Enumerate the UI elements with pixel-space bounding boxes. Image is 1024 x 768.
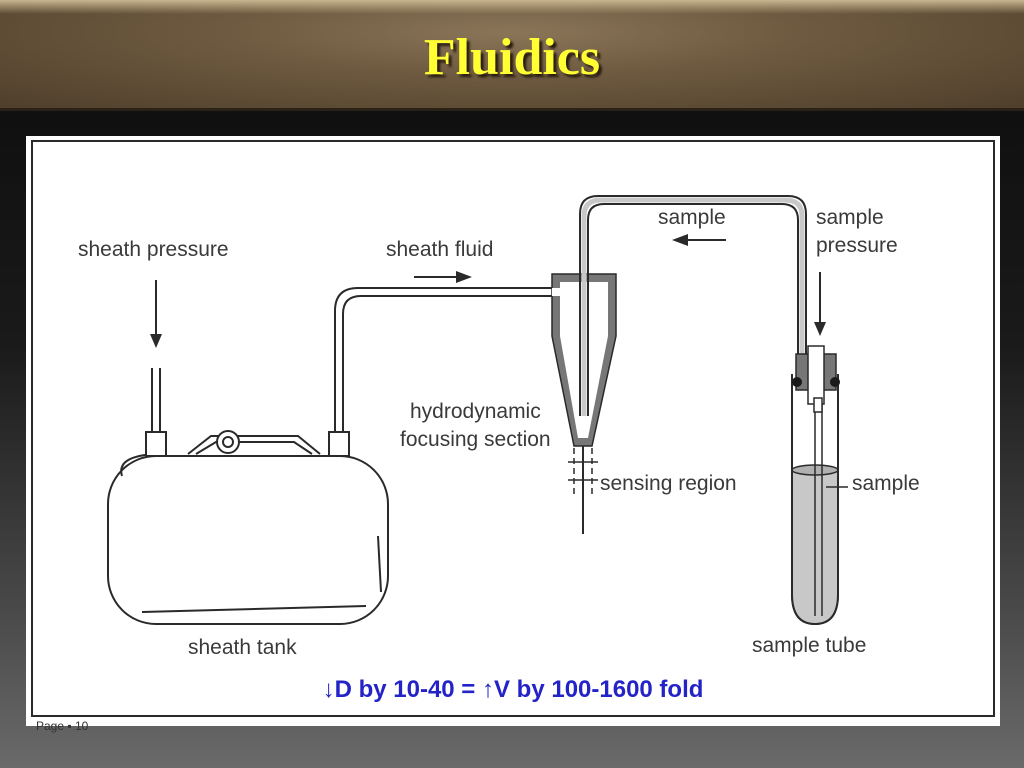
sample-line-fill (581, 197, 805, 416)
sample-pressure-arrow (814, 272, 826, 336)
sample-tube (791, 345, 840, 626)
fluidics-diagram: sheath pressure sheath fluid sample samp… (31, 140, 995, 717)
velocity-formula: ↓D by 10-40 = ↑V by 100-1600 fold (322, 676, 704, 703)
sheath-tank (107, 368, 389, 625)
label-sheath-fluid: sheath fluid (386, 238, 493, 261)
label-sheath-tank: sheath tank (188, 636, 297, 659)
diagram-panel: sheath pressure sheath fluid sample samp… (26, 136, 1000, 726)
label-sample-flow: sample (658, 206, 726, 229)
diagram-frame (31, 140, 995, 717)
label-sample-pressure-2: pressure (816, 234, 898, 257)
label-sample-liquid: sample (852, 472, 920, 495)
page-number: Page ▪ 10 (36, 719, 89, 733)
sample-line (579, 195, 807, 416)
sheath-fluid-arrow (414, 271, 472, 283)
label-focusing-section: focusing section (400, 428, 551, 451)
label-sensing-region: sensing region (600, 472, 737, 495)
sheath-pressure-arrow (150, 280, 162, 348)
sensing-region (568, 446, 598, 534)
sheath-fluid-tube (334, 287, 560, 432)
label-sheath-pressure: sheath pressure (78, 238, 229, 261)
slide-title: Fluidics (423, 29, 601, 86)
sample-flow-arrow (672, 234, 726, 246)
label-hydrodynamic: hydrodynamic (410, 400, 541, 423)
label-sample-tube: sample tube (752, 634, 866, 657)
label-sample-pressure-1: sample (816, 206, 884, 229)
title-bar: Fluidics (0, 0, 1024, 111)
